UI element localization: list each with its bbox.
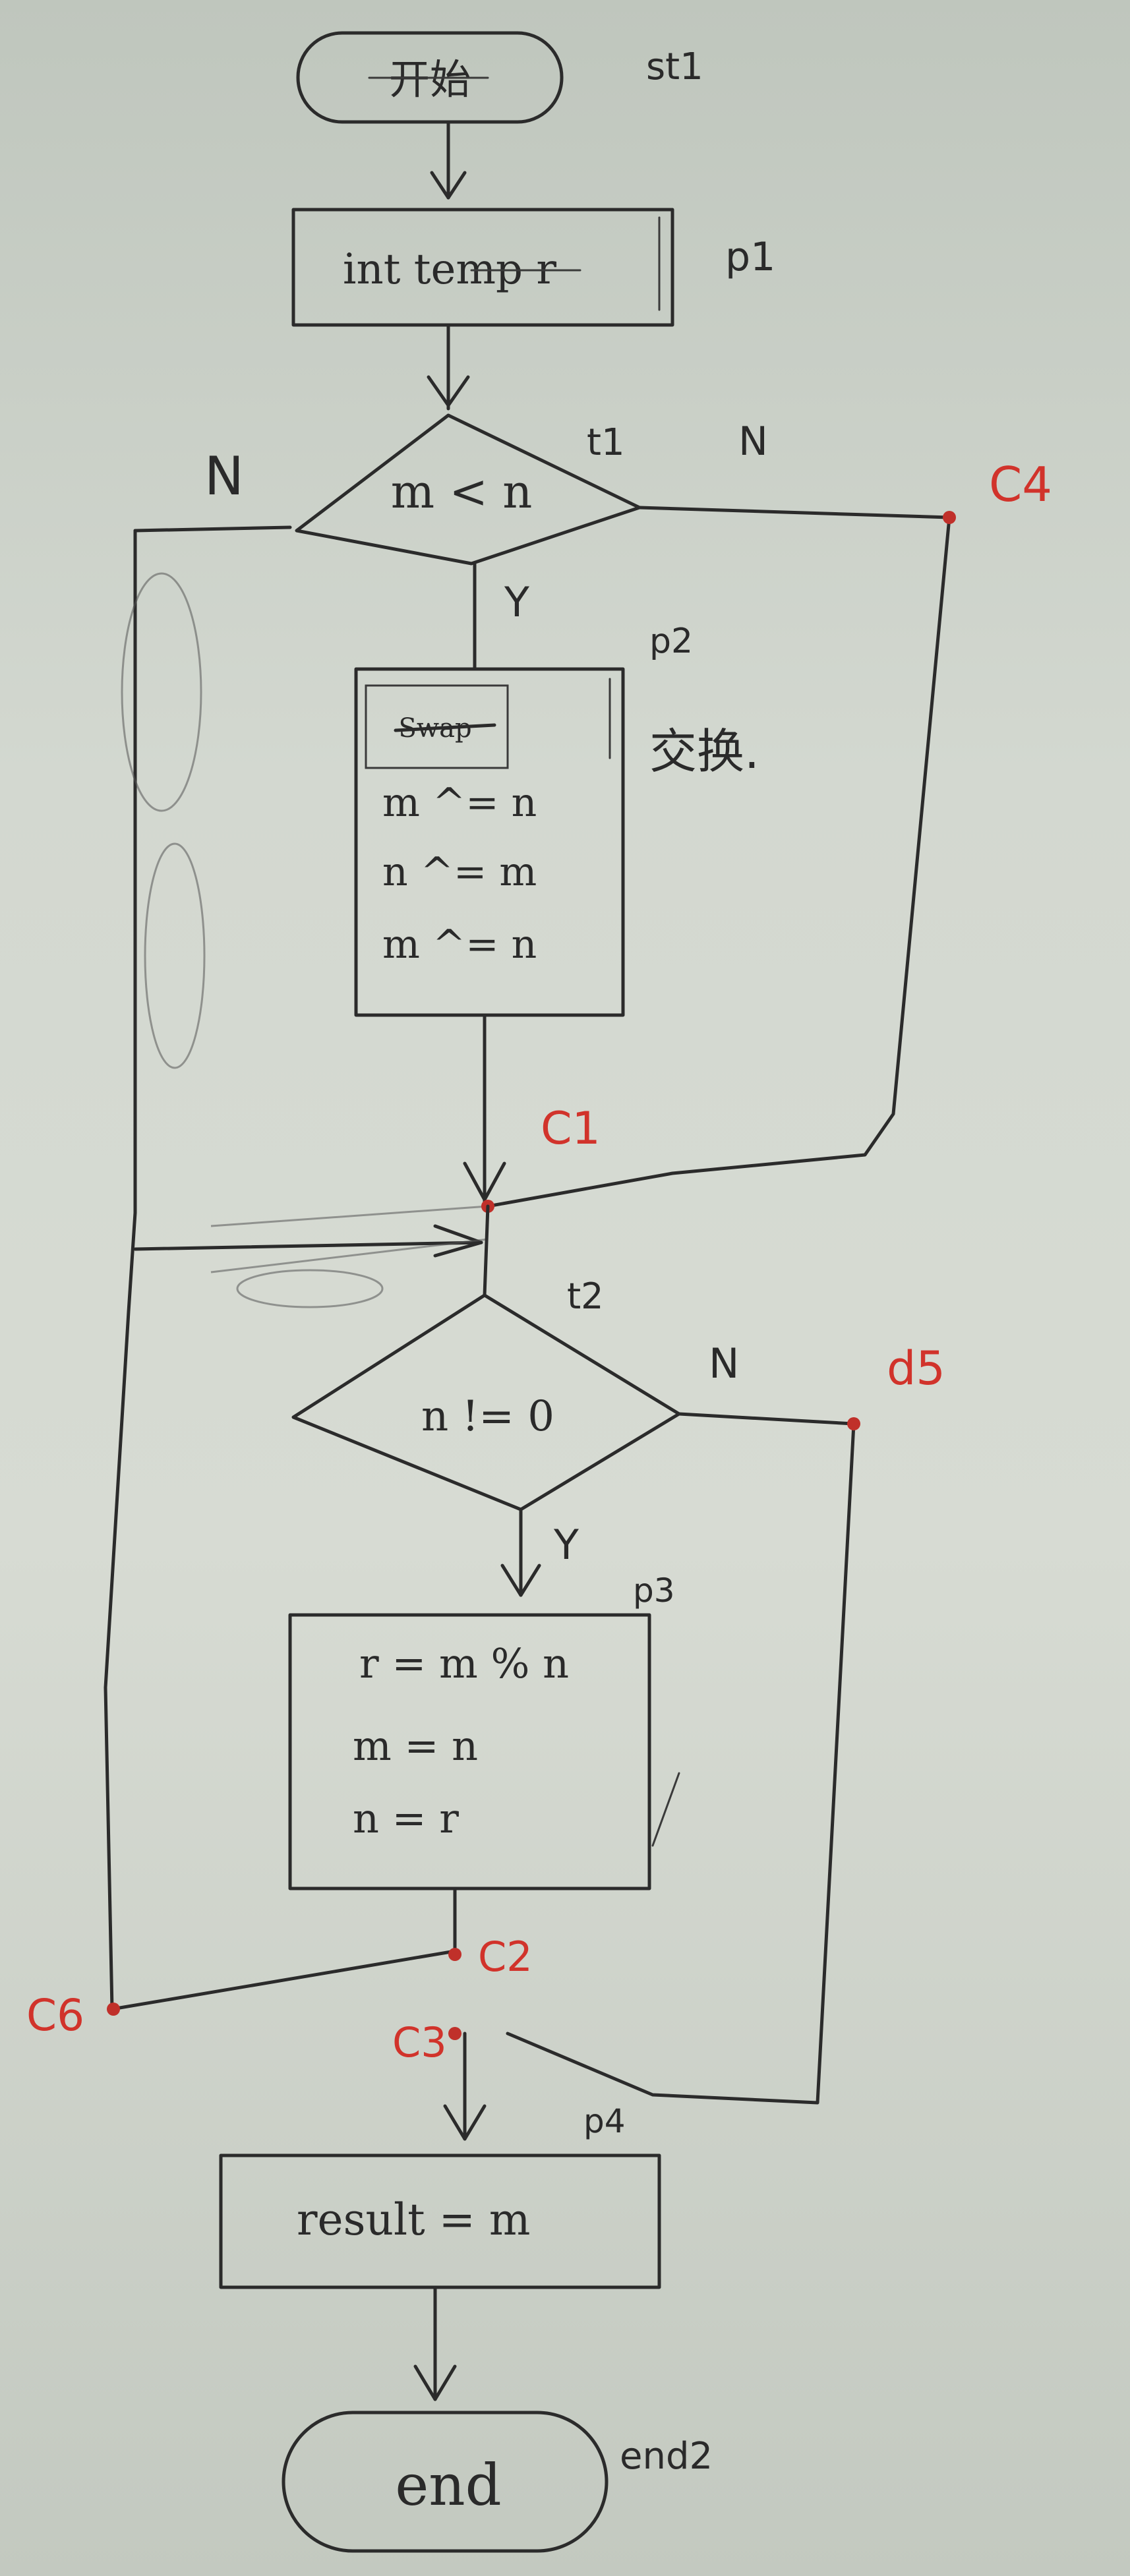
start-text: 开始 [389,55,471,103]
process-p4: result = m p4 [219,2102,661,2289]
t1-yes-label: Y [504,578,529,626]
p2-label: p2 [649,622,693,661]
junction-c3: C3 [392,2018,487,2141]
t2-no-label: N [709,1339,739,1388]
decision-t1: m < n t1 N N Y [204,413,768,626]
junction-c6: C6 [26,1990,120,2041]
p2-line-2: n ^= m [382,849,537,895]
start-label: st1 [646,45,703,88]
process-p2: Swap m ^= n n ^= m m ^= n p2 交换. [354,622,759,1017]
process-p1: int temp r p1 [291,208,775,327]
start-terminal: 开始 st1 [296,31,703,124]
p3-label: p3 [633,1571,675,1610]
scribble-marks [121,572,489,1308]
t1-no-label: N [738,419,768,465]
junction-d5: d5 [847,1341,945,1430]
arrow-p2-c1 [463,1013,506,1205]
arrow-p1-t1 [427,323,470,411]
decision-t2: n != 0 t2 N Y [291,1275,739,1569]
left-loop-t2 [104,525,483,2011]
t2-no-branch [506,1412,856,2105]
node-c4-label: C4 [989,457,1052,512]
t2-condition: n != 0 [421,1392,554,1441]
process-p3: r = m % n m = n n = r p3 [288,1571,680,1890]
arrow-t2-p3 [500,1508,541,1597]
t1-condition: m < n [391,465,533,519]
p3-line-1: r = m % n [359,1639,569,1687]
p2-line-3: m ^= n [382,922,537,968]
node-c2-label: C2 [478,1933,533,1981]
t2-yes-label: Y [553,1521,579,1569]
arrow-start-p1 [430,120,467,200]
p3-line-3: n = r [353,1794,459,1842]
p1-label: p1 [725,234,775,280]
p4-text: result = m [297,2194,530,2245]
junction-c1: C1 [481,1103,601,1297]
junction-c4: C4 [943,457,1052,524]
t1-left-mark: N [204,446,244,507]
end-terminal: end end2 [282,2411,713,2553]
t2-label: t2 [567,1275,604,1317]
end-text: end [395,2453,501,2519]
arrow-p3-c2: C2 [448,1887,533,1981]
node-c1-label: C1 [541,1103,601,1155]
p2-line-1: m ^= n [382,780,537,826]
p2-strike [394,723,496,732]
p3-line-2: m = n [353,1722,478,1770]
p4-label: p4 [583,2102,626,2140]
node-c3-label: C3 [392,2018,447,2066]
end-label: end2 [620,2435,713,2478]
p2-note: 交换. [649,724,759,779]
t1-label: t1 [587,421,625,464]
arrow-p4-end [413,2285,457,2401]
node-d5-label: d5 [887,1341,945,1395]
t1-no-branch [486,506,951,1208]
node-c6-label: C6 [26,1990,84,2041]
